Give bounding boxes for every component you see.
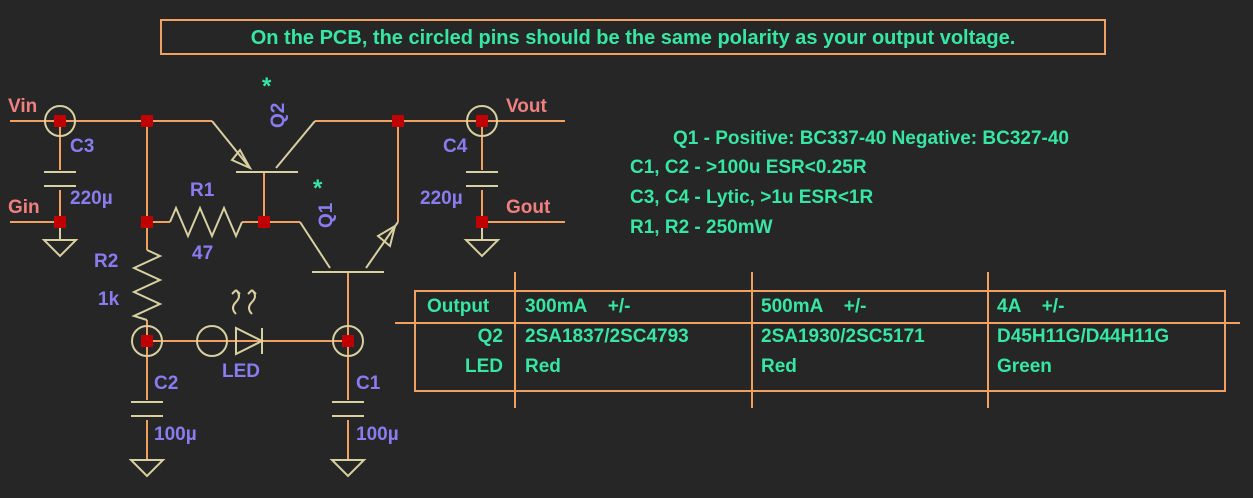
q1-label: Q1 bbox=[316, 202, 337, 228]
transistor-q1 bbox=[299, 221, 399, 273]
table-cell-q2-label: Q2 bbox=[477, 326, 503, 347]
led-symbol bbox=[196, 289, 265, 357]
table-cell-led-4a: Green bbox=[997, 356, 1052, 377]
capacitors bbox=[44, 171, 498, 417]
gin-label: Gin bbox=[8, 197, 40, 218]
q1-star: * bbox=[313, 175, 323, 202]
table-cell-led-label: LED bbox=[465, 356, 503, 377]
r2-value: 1k bbox=[98, 289, 120, 310]
table-cell-led-300ma: Red bbox=[525, 356, 561, 377]
polarity-pin-circles bbox=[44, 105, 498, 357]
resistor-r2 bbox=[131, 249, 163, 321]
c1-label: C1 bbox=[356, 373, 381, 394]
table-cell-q2-300ma: 2SA1837/2SC4793 bbox=[525, 326, 689, 347]
vout-label: Vout bbox=[506, 96, 547, 117]
junction-dots bbox=[54, 115, 488, 347]
note-c3-c4: C3, C4 - Lytic, >1u ESR<1R bbox=[630, 187, 874, 208]
c4-label: C4 bbox=[443, 136, 468, 157]
transistor-q2 bbox=[211, 120, 316, 173]
table-cell-q2-500ma: 2SA1930/2SC5171 bbox=[761, 326, 925, 347]
part-selection-table: Output 300mA +/- 500mA +/- 4A +/- Q2 2SA… bbox=[415, 291, 1225, 391]
led-label: LED bbox=[222, 361, 260, 382]
note-r1-r2: R1, R2 - 250mW bbox=[630, 217, 773, 238]
r2-label: R2 bbox=[94, 251, 119, 272]
gout-label: Gout bbox=[506, 197, 551, 218]
table-cell-led-500ma: Red bbox=[761, 356, 797, 377]
table-header-500ma: 500mA +/- bbox=[761, 296, 867, 317]
c3-value: 220µ bbox=[70, 188, 113, 209]
table-header-output: Output bbox=[427, 296, 490, 317]
ground-symbols bbox=[41, 222, 501, 478]
table-cell-q2-4a: D45H11G/D44H11G bbox=[997, 326, 1170, 347]
table-header-300ma: 300mA +/- bbox=[525, 296, 631, 317]
c2-value: 100µ bbox=[154, 424, 197, 445]
c4-value: 220µ bbox=[420, 188, 463, 209]
r1-value: 47 bbox=[192, 243, 214, 264]
q2-star: * bbox=[262, 73, 272, 100]
c2-label: C2 bbox=[154, 373, 179, 394]
q2-label: Q2 bbox=[268, 102, 289, 128]
c1-value: 100µ bbox=[356, 424, 399, 445]
note-q1: Q1 - Positive: BC337-40 Negative: BC327-… bbox=[673, 128, 1069, 149]
vin-label: Vin bbox=[8, 96, 38, 117]
c3-label: C3 bbox=[70, 136, 95, 157]
table-header-4a: 4A +/- bbox=[997, 296, 1065, 317]
table-grid bbox=[395, 272, 1240, 408]
note-c1-c2: C1, C2 - >100u ESR<0.25R bbox=[630, 157, 867, 178]
r1-label: R1 bbox=[190, 180, 215, 201]
polarity-note-banner: On the PCB, the circled pins should be t… bbox=[160, 19, 1106, 55]
resistor-r1 bbox=[169, 205, 243, 239]
